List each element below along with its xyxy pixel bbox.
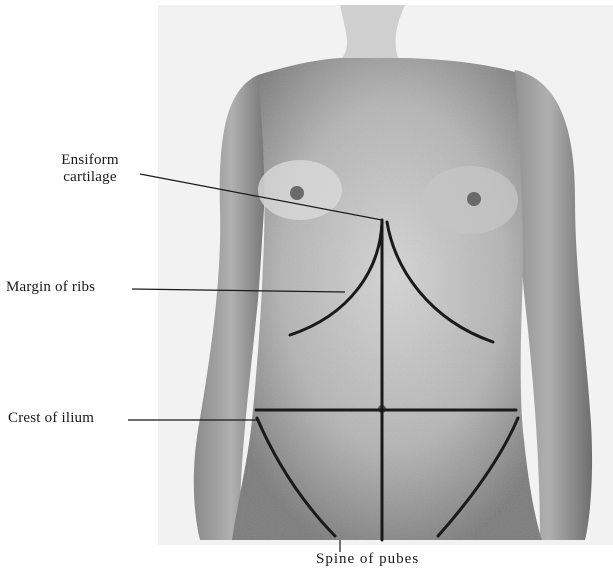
ensiform-label-line1: Ensiform [30,152,150,169]
left-nipple [290,186,304,200]
spine-of-pubes-label: Spine of pubes [316,551,419,568]
ensiform-label-line2: cartilage [30,169,150,186]
neck [340,5,405,58]
crest-of-ilium-label: Crest of ilium [8,410,94,427]
margin-of-ribs-label: Margin of ribs [6,279,95,296]
torso-texture [232,58,542,540]
ensiform-cartilage-label: Ensiform cartilage [30,152,150,186]
right-nipple [467,192,481,206]
